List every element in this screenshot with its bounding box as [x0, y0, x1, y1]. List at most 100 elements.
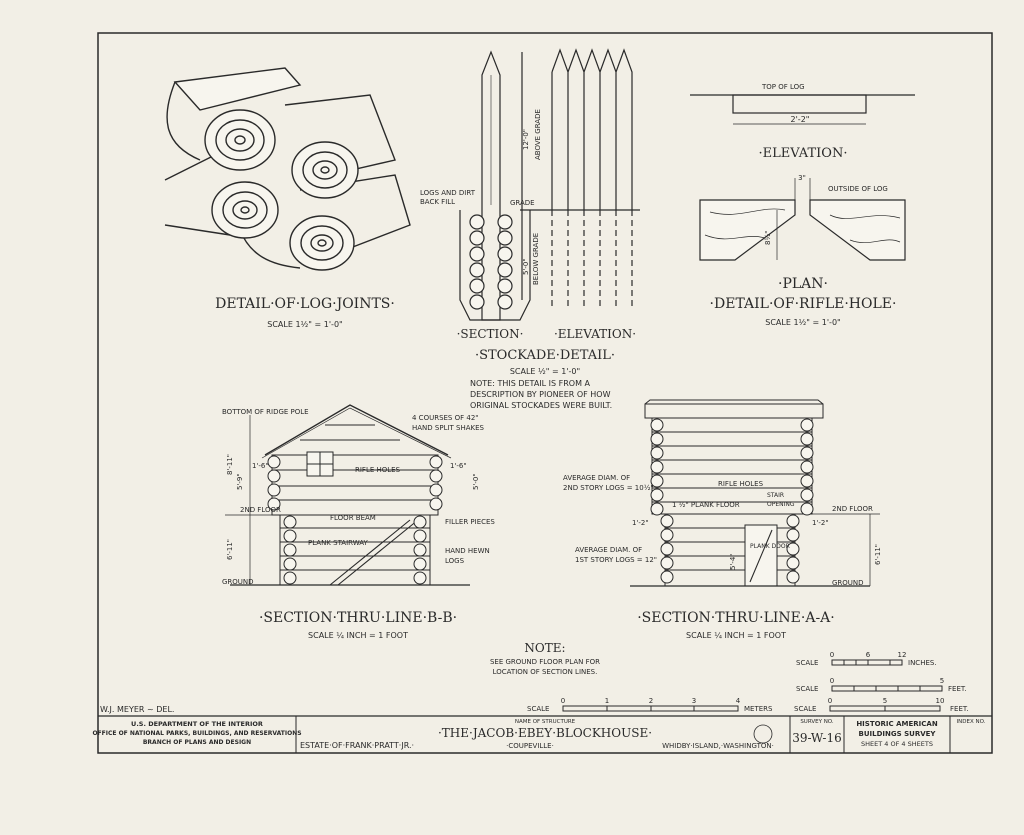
- bb-stair-label: PLANK STAIRWAY: [308, 539, 369, 547]
- bb-ridge-label: BOTTOM OF RIDGE POLE: [222, 408, 309, 416]
- aa-stair-label-2: OPENING: [767, 501, 795, 508]
- bb-rifle-label: RIFLE HOLES: [355, 466, 401, 474]
- city-label: ·COUPEVILLE·: [506, 742, 554, 750]
- note-line-2: LOCATION OF SECTION LINES.: [493, 668, 598, 676]
- scale-meters-label: SCALE: [527, 705, 549, 713]
- log-joints-scale: SCALE 1½" = 1'-0": [267, 320, 342, 329]
- bb-dim-right: 5'-0": [472, 473, 480, 490]
- scale-inches-tick-0: 0: [830, 651, 834, 659]
- scale-meters-tick-1: 1: [605, 697, 609, 705]
- bb-shakes-label-1: 4 COURSES OF 42": [412, 414, 479, 422]
- scale-feet2-label: SCALE: [794, 705, 816, 713]
- note-head: NOTE:: [524, 641, 565, 655]
- scale-meters-tick-4: 4: [736, 697, 741, 705]
- aa-avg1-label-1: AVERAGE DIAM. OF: [575, 546, 642, 554]
- aa-dim-left: 1'-2": [632, 519, 649, 527]
- stockade-fill-label-2: BACK FILL: [420, 198, 455, 206]
- aa-title: ·SECTION·THRU·LINE·A-A·: [637, 610, 835, 626]
- scale-feet2-tick-10: 10: [936, 697, 945, 705]
- stockade-note-2: DESCRIPTION BY PIONEER OF HOW: [470, 390, 611, 399]
- delineator-label: W.J. MEYER ~ DEL.: [100, 705, 174, 714]
- estate-label: ESTATE·OF·FRANK·PRATT·JR.·: [300, 741, 414, 750]
- index-no-label: INDEX NO.: [957, 719, 986, 725]
- aa-door-dim: 5'-4": [729, 553, 737, 570]
- aa-dim-right: 1'-2": [812, 519, 829, 527]
- bb-dim-total: 8'-11": [226, 454, 234, 475]
- name-of-structure-label: NAME OF STRUCTURE: [515, 719, 576, 725]
- rifle-outside-label: OUTSIDE OF LOG: [828, 185, 888, 193]
- scale-meters-tick-3: 3: [692, 697, 696, 705]
- scale-feet2-tick-0: 0: [828, 697, 832, 705]
- aa-scale: SCALE ¼ INCH = 1 FOOT: [686, 631, 786, 640]
- stockade-fill-label-1: LOGS AND DIRT: [420, 189, 476, 197]
- stockade-section-label: ·SECTION·: [457, 327, 524, 341]
- rifle-dim-3: 3": [798, 174, 806, 182]
- bb-title: ·SECTION·THRU·LINE·B-B·: [259, 610, 457, 626]
- stockade-below-dim: 5'-0": [522, 258, 530, 275]
- location-label: WHIDBY·ISLAND,·WASHINGTON·: [662, 742, 774, 750]
- bb-ground-label: GROUND: [222, 578, 254, 586]
- note-line-1: SEE GROUND FLOOR PLAN FOR: [490, 658, 600, 666]
- bb-floor2-label: 2ND FLOOR: [240, 506, 281, 514]
- bb-dim-upper: 5'-9": [236, 473, 244, 490]
- bb-scale: SCALE ¼ INCH = 1 FOOT: [308, 631, 408, 640]
- rifle-top-of-log: TOP OF LOG: [761, 83, 805, 91]
- log-joints-title: DETAIL·OF·LOG·JOINTS·: [215, 296, 395, 312]
- rifle-depth-dim: 8½": [764, 231, 772, 245]
- section-aa-drawing: [630, 399, 880, 587]
- title-block-lines: [98, 715, 992, 753]
- aa-plank-floor-label: 1 ½" PLANK FLOOR: [672, 501, 740, 509]
- stockade-above-label: ABOVE GRADE: [534, 109, 542, 160]
- scale-feet-tick-5: 5: [940, 677, 944, 685]
- section-bb-log-ends: [267, 455, 443, 585]
- survey-no-label: SURVEY NO.: [800, 719, 834, 725]
- sheet-number: SHEET 4 OF 4 SHEETS: [861, 740, 933, 748]
- stockade-scale: SCALE ½" = 1'-0": [510, 367, 580, 376]
- rifle-hole-drawing: [690, 94, 915, 261]
- bb-hewn-label-1: HAND HEWN: [445, 547, 490, 555]
- rifle-width-dim: 2'-2": [791, 115, 810, 124]
- stockade-note-1: NOTE: THIS DETAIL IS FROM A: [470, 379, 591, 388]
- aa-avg1-label-2: 1ST STORY LOGS = 12": [575, 556, 657, 564]
- habs-label-1: HISTORIC AMERICAN: [856, 720, 938, 728]
- stockade-grade-label: GRADE: [510, 199, 535, 207]
- stockade-note-3: ORIGINAL STOCKADES WERE BUILT.: [470, 401, 612, 410]
- aa-rifle-label: RIFLE HOLES: [718, 480, 764, 488]
- log-joints-drawing: [164, 67, 411, 271]
- scale-inches-label: SCALE: [796, 659, 818, 667]
- bb-dim-side-1: 1'-6": [252, 462, 269, 470]
- graphic-scales: [562, 659, 943, 712]
- scale-inches-unit: INCHES.: [908, 659, 937, 667]
- scale-meters-unit: METERS: [744, 705, 773, 713]
- scale-feet-label: SCALE: [796, 685, 818, 693]
- section-aa-log-ends: [650, 418, 814, 584]
- scale-inches-tick-12: 12: [898, 651, 907, 659]
- stockade-drawing: [459, 48, 640, 321]
- bb-beam-label: FLOOR BEAM: [330, 514, 376, 522]
- stockade-above-dim: 12'-0": [522, 129, 530, 150]
- bb-dim-lower: 6'-11": [226, 539, 234, 560]
- stockade-elevation-label: ·ELEVATION·: [554, 327, 636, 341]
- stockade-below-label: BELOW GRADE: [532, 233, 540, 285]
- office-label: OFFICE OF NATIONAL PARKS, BUILDINGS, AND…: [92, 730, 301, 737]
- rifle-scale: SCALE 1½" = 1'-0": [765, 318, 840, 327]
- rifle-elevation-label: ·ELEVATION·: [759, 146, 848, 161]
- stockade-title: ·STOCKADE·DETAIL·: [475, 348, 615, 363]
- aa-stair-label-1: STAIR: [767, 492, 784, 499]
- aa-floor2-label: 2ND FLOOR: [832, 505, 873, 513]
- scale-feet-unit: FEET.: [948, 685, 967, 693]
- rifle-title: ·DETAIL·OF·RIFLE·HOLE·: [710, 296, 897, 312]
- aa-avg2-label-2: 2ND STORY LOGS = 10½": [563, 484, 654, 492]
- sheet-border: [97, 32, 993, 754]
- bb-hewn-label-2: LOGS: [445, 557, 465, 565]
- dept-label: U.S. DEPARTMENT OF THE INTERIOR: [131, 720, 263, 728]
- aa-dim-lower: 6'-11": [874, 544, 882, 565]
- bb-dim-side-2: 1'-6": [450, 462, 467, 470]
- scale-inches-tick-6: 6: [866, 651, 871, 659]
- bb-filler-label: FILLER PIECES: [445, 518, 495, 526]
- habs-label-2: BUILDINGS SURVEY: [859, 730, 937, 738]
- scale-meters-tick-2: 2: [649, 697, 653, 705]
- aa-ground-label: GROUND: [832, 579, 864, 587]
